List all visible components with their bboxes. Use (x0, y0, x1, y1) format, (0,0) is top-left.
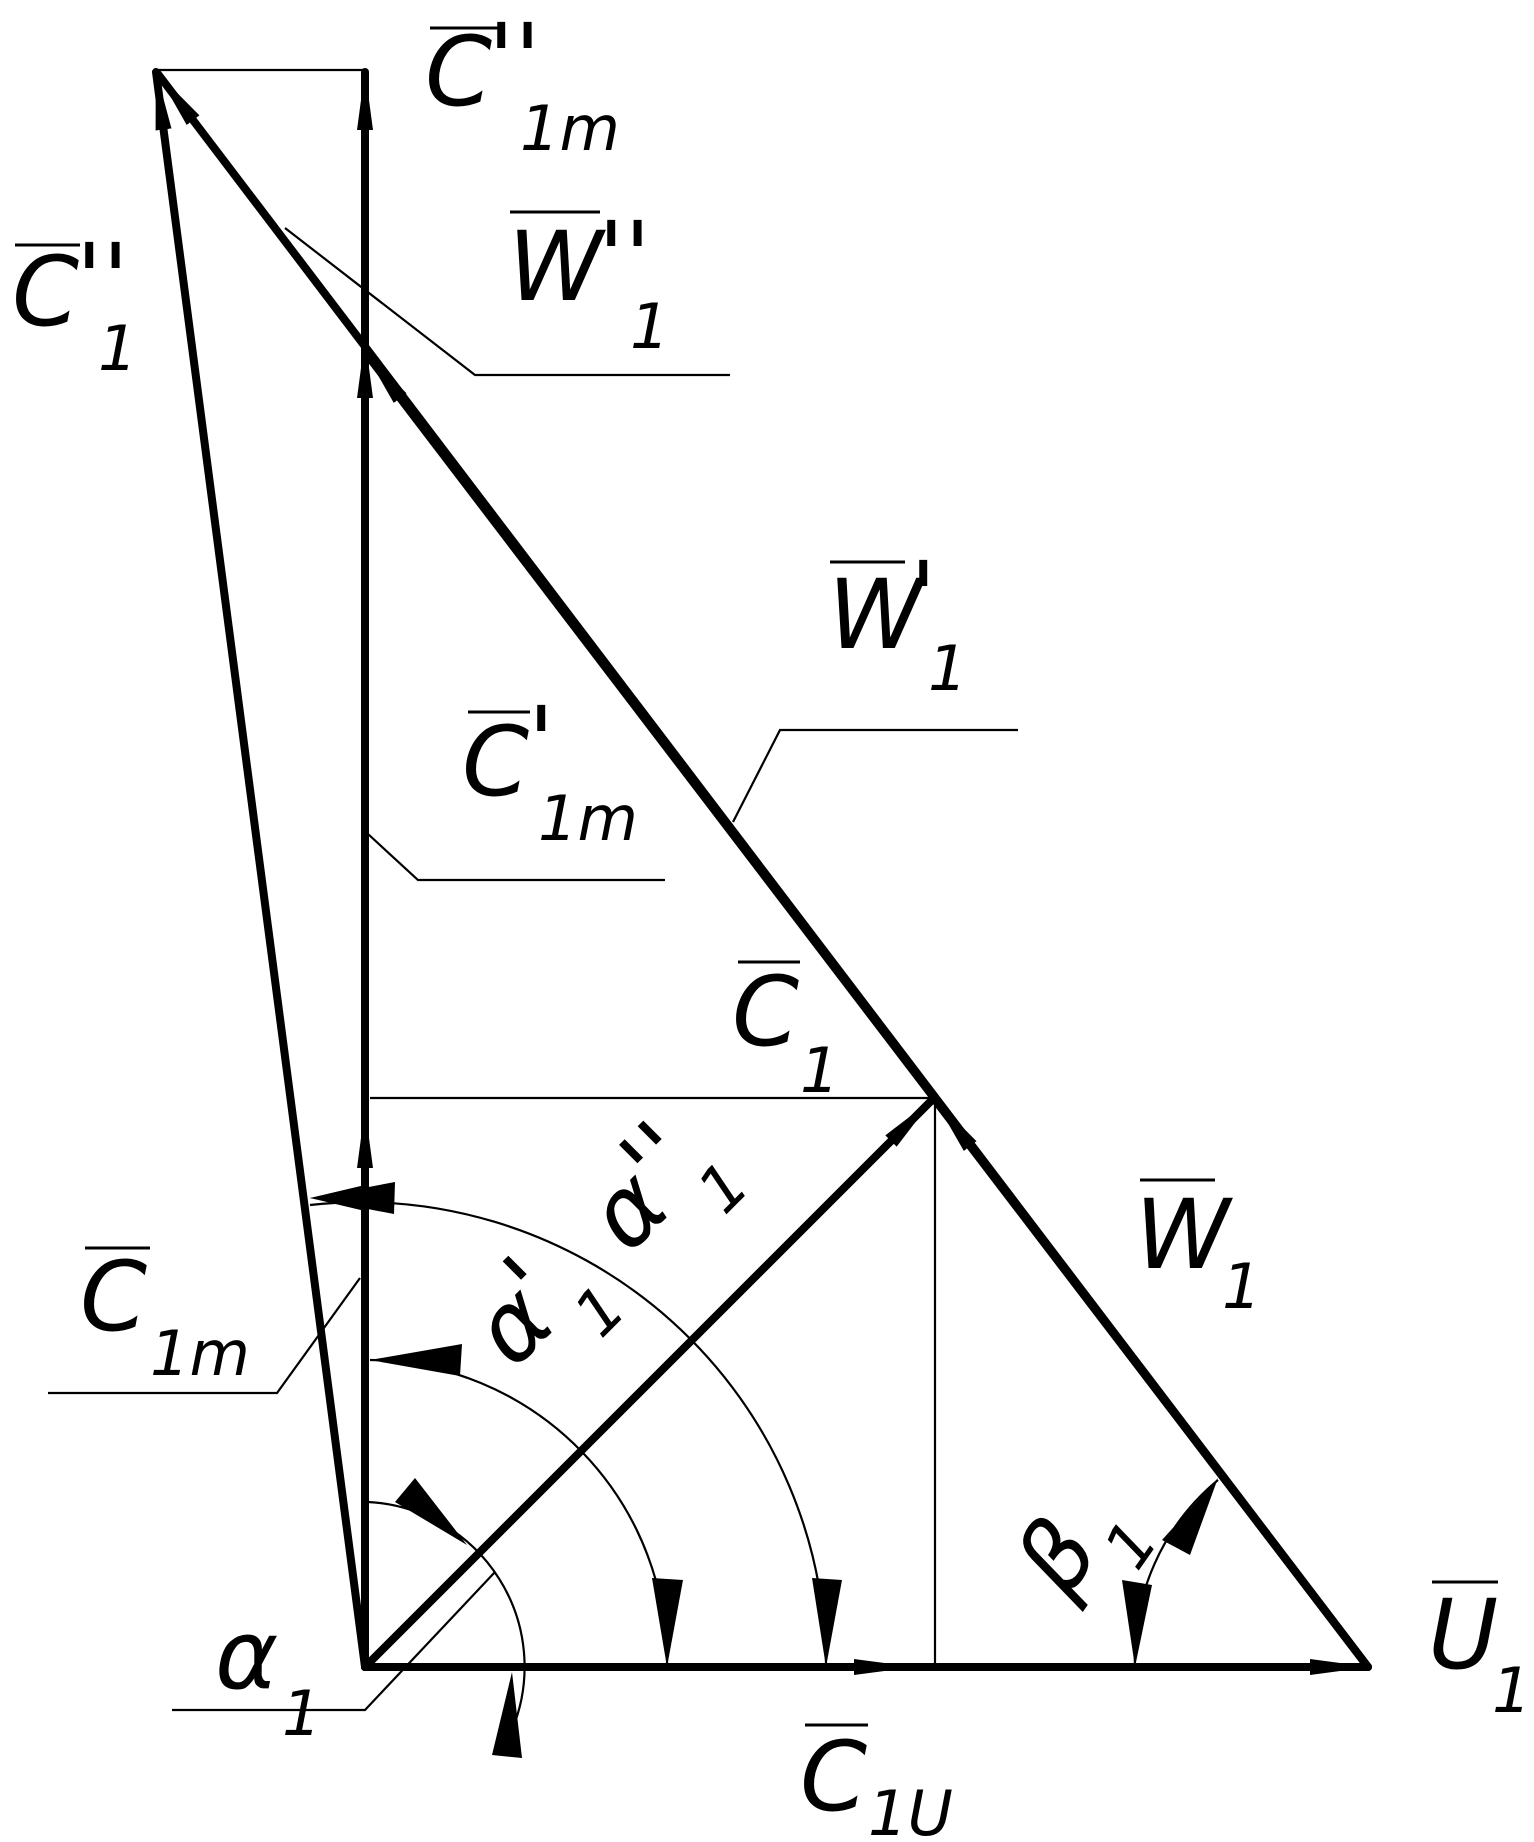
leader-lines (48, 227, 1018, 1712)
label-w1-d: W ' 1 (828, 541, 967, 705)
alpha1-d-arrow-top (370, 1344, 462, 1376)
svg-text:1: 1 (928, 632, 967, 705)
svg-text:W: W (1135, 1179, 1233, 1291)
beta1-arrow-bottom (1122, 1580, 1152, 1667)
svg-text:1m: 1m (520, 92, 620, 165)
label-c1u: C 1U (800, 1721, 953, 1842)
svg-text:': ' (910, 541, 936, 653)
alpha1-arrow-top (395, 1478, 467, 1545)
svg-text:C: C (732, 956, 799, 1068)
svg-text:1: 1 (1492, 1654, 1531, 1727)
svg-text:1U: 1U (868, 1777, 953, 1842)
svg-text:1: 1 (560, 1271, 640, 1351)
vectors (152, 68, 1372, 1675)
angle-arcs (309, 1201, 1219, 1731)
leader-alpha1 (172, 1571, 496, 1712)
label-c1m: C 1m (80, 1241, 250, 1390)
svg-text:': ' (528, 686, 554, 798)
c1-dd-mid-arrow (310, 1185, 365, 1211)
alpha1-arrow-bottom (492, 1672, 522, 1758)
leader-c1m (48, 1277, 361, 1395)
svg-text:1: 1 (630, 290, 669, 363)
svg-text:α: α (215, 1599, 278, 1711)
svg-text:'': '' (598, 201, 651, 313)
leader-c1m-d (367, 833, 665, 882)
label-w1-dd: W '' 1 (508, 201, 669, 363)
label-u1: U 1 (1428, 1579, 1531, 1727)
label-alpha1-dd: α '' 1 (566, 1101, 763, 1272)
beta1-arrow-top (1162, 1478, 1218, 1555)
labels: C '' 1m C '' 1 W '' 1 W ' 1 C ' (12, 3, 1531, 1842)
svg-text:1: 1 (282, 1677, 321, 1750)
vector-c1 (361, 1096, 936, 1671)
alpha1-d-arrow-bottom (652, 1578, 683, 1667)
label-w1: W 1 (1135, 1178, 1261, 1323)
label-c1m-d: C ' 1m (462, 686, 638, 855)
svg-text:C: C (12, 236, 79, 348)
vector-w1-dd (154, 70, 1372, 1671)
extra-arrowheads (310, 1185, 365, 1211)
svg-text:1m: 1m (538, 782, 638, 855)
svg-text:C: C (425, 16, 492, 128)
svg-text:1: 1 (1222, 1250, 1261, 1323)
svg-text:β: β (993, 1499, 1120, 1614)
svg-text:C: C (800, 1721, 867, 1833)
leader-w1-dd (284, 227, 730, 377)
svg-text:'': '' (488, 3, 541, 115)
label-c1m-dd: C '' 1m (425, 3, 620, 165)
label-alpha1: α 1 (215, 1599, 321, 1750)
alpha1-dd-arc (309, 1201, 828, 1668)
svg-text:1: 1 (98, 312, 137, 385)
svg-text:1m: 1m (150, 1317, 250, 1390)
svg-text:W: W (828, 559, 926, 671)
arc-arrowheads (310, 1182, 1218, 1758)
alpha1-dd-arrow-bottom (812, 1578, 842, 1667)
svg-text:C: C (80, 1241, 147, 1353)
svg-text:'': '' (76, 223, 129, 335)
leader-w1-d (732, 728, 1018, 823)
svg-text:C: C (462, 706, 529, 818)
svg-text:U: U (1428, 1579, 1498, 1691)
label-c1-dd: C '' 1 (12, 223, 137, 385)
label-c1: C 1 (732, 956, 839, 1107)
construction-lines (155, 68, 937, 1667)
svg-text:1: 1 (800, 1034, 839, 1107)
vector-c1-dd (152, 68, 369, 1671)
svg-text:W: W (508, 211, 606, 323)
